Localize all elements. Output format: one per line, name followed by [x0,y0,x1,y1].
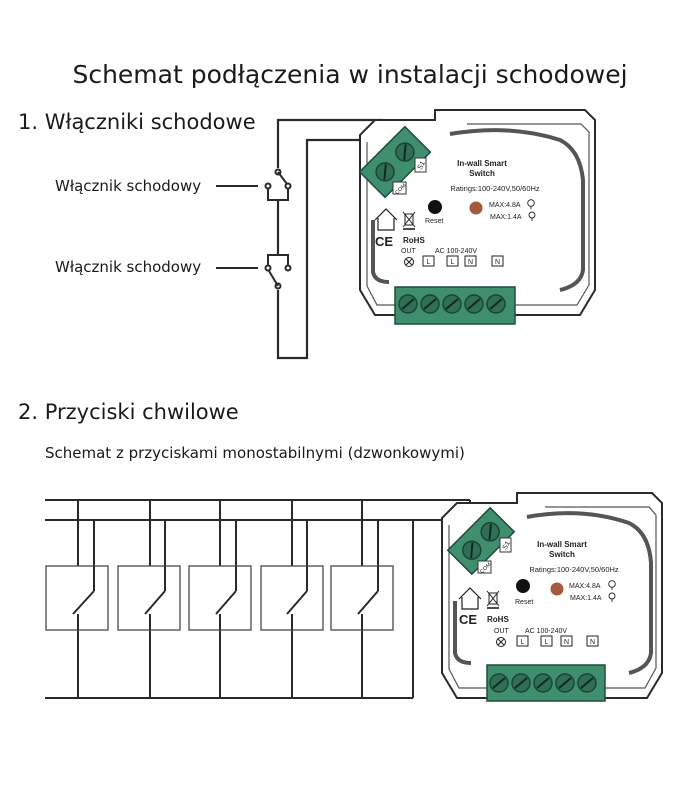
motor-icon [528,211,536,221]
out-label-2: OUT [494,628,510,635]
terminal2-label-n2: N [590,639,595,646]
reset-label: Reset [425,218,443,225]
terminal-label-n2: N [495,259,500,266]
lamp-out-icon [404,257,414,267]
status-indicator-2 [550,582,564,596]
bulb-icon [527,199,535,209]
max-bulb-label: MAX:4.8A [489,202,521,209]
indoor-use-icon [458,587,482,610]
ce-mark: CE [375,234,393,249]
staircase-switch-top [216,168,292,201]
status-indicator [469,201,483,215]
out-label: OUT [401,248,417,255]
weee-bin-icon [486,590,500,609]
lamp-out-icon [496,637,506,647]
device-name-line2: Switch [469,169,495,178]
switch-label-top: Włącznik schodowy [55,177,202,195]
max-motor-label: MAX:1.4A [490,214,522,221]
staircase-switch-bottom [216,254,292,290]
section2-heading: 2. Przyciski chwilowe [18,400,239,424]
motor-icon [608,592,616,602]
terminal-label-l2: L [451,259,455,266]
ac-label-2: AC 100-240V [525,628,567,635]
terminal-label-l1: L [427,259,431,266]
indoor-use-icon [374,208,398,231]
push-button-4 [260,500,324,698]
bulb-icon [608,580,616,590]
push-button-1 [45,500,109,698]
device-name-line1: In-wall Smart [457,159,507,168]
device2-ratings: Ratings:100-240V,50/60Hz [529,565,619,574]
smart-switch-device-2: S1 COM In-wall Smart Switch Ratings:100-… [441,492,663,702]
terminal2-label-n1: N [564,639,569,646]
terminal2-label-l2: L [545,639,549,646]
rohs-mark-2: RoHS [487,615,509,624]
ac-label: AC 100-240V [435,248,477,255]
section1-wiring [276,118,395,360]
terminal-s1-label-2: S1 [502,540,512,551]
device2-name-line2: Switch [549,550,575,559]
reset-button-2[interactable] [516,579,530,593]
push-button-5 [330,500,394,698]
max-motor-label-2: MAX:1.4A [570,595,602,602]
smart-switch-device-1: S1 COM In-wall Smart Switch Ratings:100-… [358,109,596,325]
weee-bin-icon [402,211,416,230]
push-button-2 [117,500,181,698]
terminal-s1-label: S1 [417,160,427,171]
device-ratings: Ratings:100-240V,50/60Hz [450,184,540,193]
page-title: Schemat podłączenia w instalacji schodow… [72,60,628,89]
push-buttons [45,500,394,698]
device2-name-line1: In-wall Smart [537,540,587,549]
section2-bus-wires [45,499,478,699]
push-button-3 [188,500,252,698]
reset-label-2: Reset [515,599,533,606]
max-bulb-label-2: MAX:4.8A [569,583,601,590]
switch-label-bottom: Włącznik schodowy [55,258,202,276]
section2-note: Schemat z przyciskami monostabilnymi (dz… [45,444,465,462]
reset-button[interactable] [428,200,442,214]
section1-heading: 1. Włączniki schodowe [18,110,256,134]
rohs-mark: RoHS [403,236,425,245]
terminal2-label-l1: L [521,639,525,646]
terminal-label-n1: N [468,259,473,266]
ce-mark-2: CE [459,612,477,627]
